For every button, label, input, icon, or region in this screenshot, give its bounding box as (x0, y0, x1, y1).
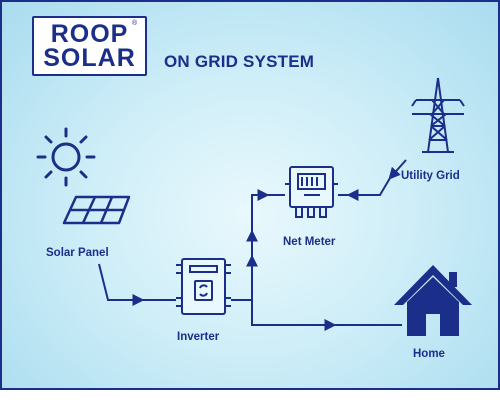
home-label: Home (413, 348, 445, 360)
diagram-title: ON GRID SYSTEM (164, 52, 315, 71)
utility-grid-label: Utility Grid (401, 170, 460, 182)
net-meter-label: Net Meter (283, 236, 336, 248)
home-icon (394, 265, 472, 336)
inverter-to-home-connector (231, 299, 402, 331)
inverter-to-meter-connector (246, 189, 285, 300)
inverter-label: Inverter (177, 331, 220, 343)
net-meter-icon (285, 166, 338, 218)
logo-line2: SOLAR (43, 44, 136, 72)
inverter-icon (176, 258, 231, 315)
roop-solar-logo: ROOP SOLAR ® (32, 16, 147, 76)
grid-to-meter-connector (338, 159, 407, 201)
sun-icon (36, 127, 96, 187)
solar-to-inverter-connector (98, 263, 176, 306)
utility-tower-icon (411, 77, 465, 153)
logo-line1: ROOP (50, 20, 129, 48)
solar-panel-icon (62, 195, 131, 225)
diagram-canvas (36, 77, 472, 336)
registered-mark: ® (132, 20, 138, 27)
solar-panel-label: Solar Panel (46, 247, 109, 259)
diagram-frame: ROOP SOLAR ® ON GRID SYSTEM (0, 0, 500, 390)
